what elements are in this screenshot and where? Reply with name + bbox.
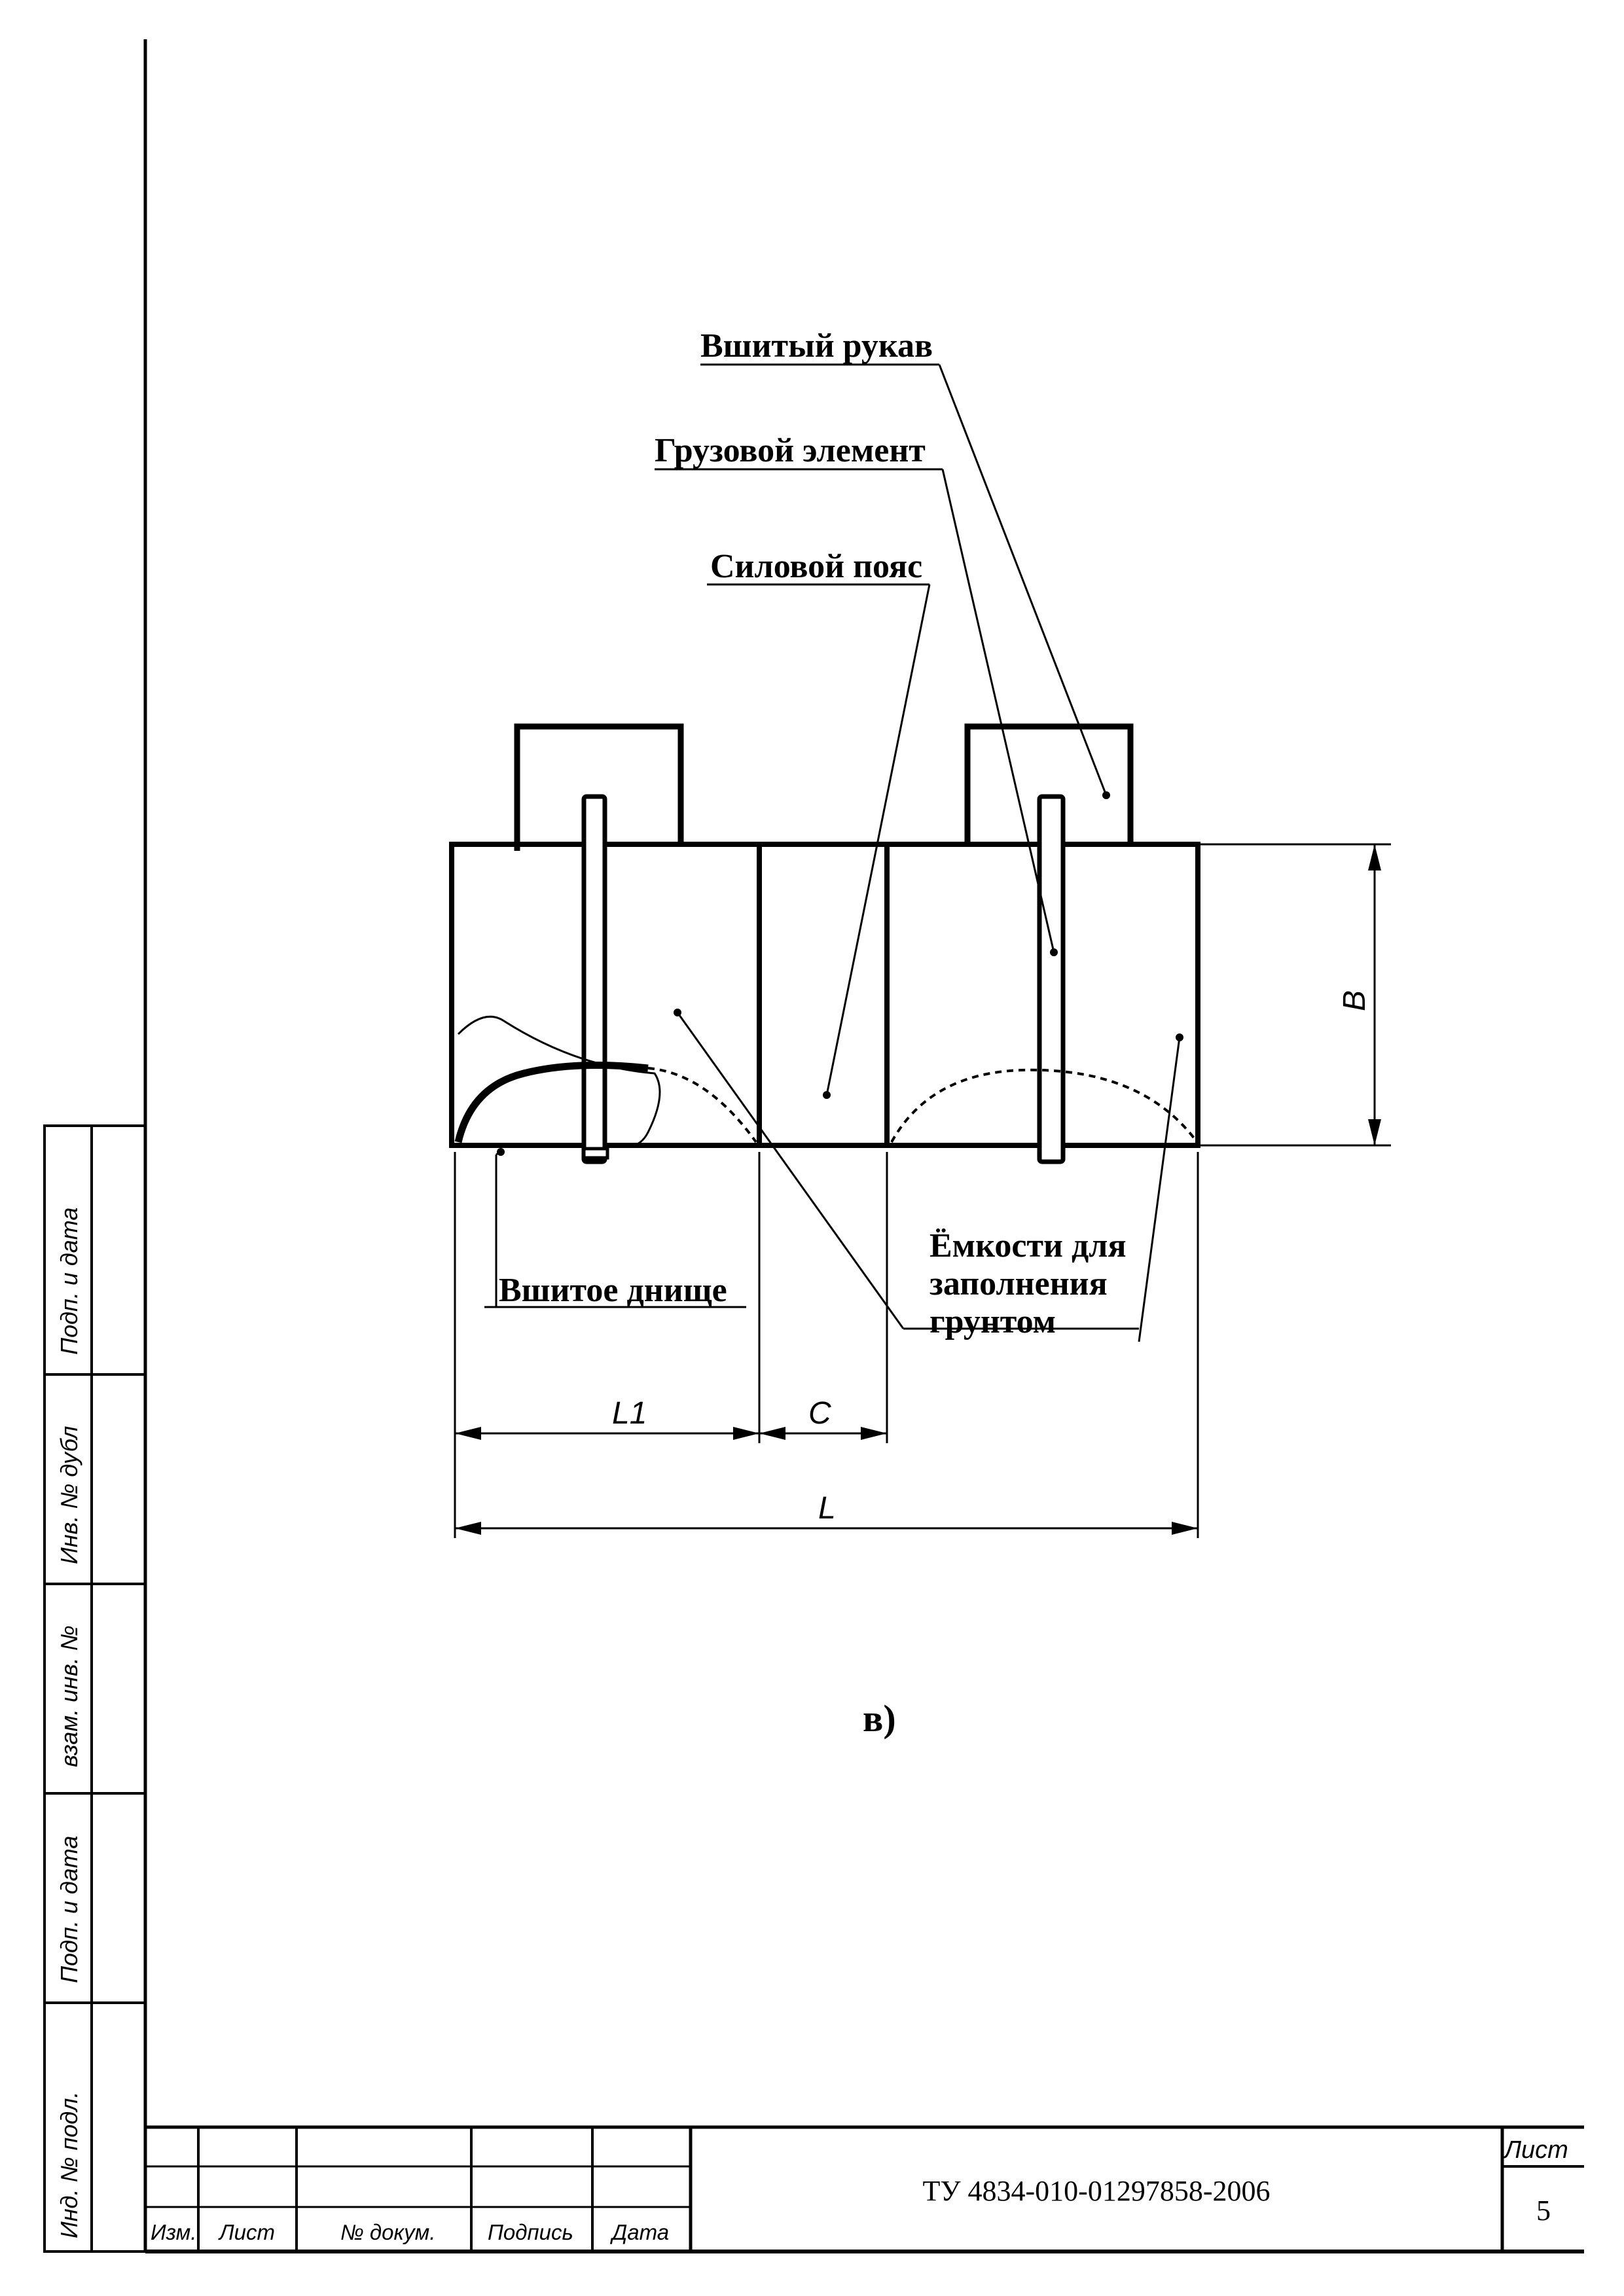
label-sewn-sleeve: Вшитый рукав [700, 327, 933, 365]
label-containers-2: заполнения [929, 1265, 1108, 1302]
dimension-l1: L1 [612, 1396, 647, 1431]
dimension-b: B [1337, 990, 1372, 1011]
label-sewn-bottom: Вшитое днище [499, 1272, 727, 1309]
side-stamp [43, 1124, 147, 2253]
title-col-date: Дата [609, 2220, 669, 2244]
leader-lines [484, 363, 1181, 1342]
stamp-original-inv: Инд. № подл. [56, 2092, 82, 2239]
leader-dots [497, 791, 1183, 1156]
title-col-doc: № докум. [340, 2220, 435, 2244]
label-containers-1: Ёмкости для [929, 1227, 1127, 1265]
dimension-c: C [808, 1396, 831, 1431]
dimension-arrows [455, 844, 1381, 1535]
document-code: ТУ 4834-010-01297858-2006 [923, 2175, 1271, 2207]
weight-element-left [581, 794, 607, 1164]
label-weight-element: Грузовой элемент [655, 432, 926, 469]
label-power-belt: Силовой пояс [710, 548, 922, 585]
stamp-replace-inv: взам. инв. № [56, 1625, 82, 1767]
label-containers-3: грунтом [929, 1303, 1056, 1340]
title-block [145, 2125, 1584, 2251]
stamp-sign-date-1: Подп. и дата [56, 1208, 82, 1355]
title-sheet-label: Лист [1502, 2136, 1568, 2164]
title-col-izm: Изм. [151, 2220, 196, 2244]
dimension-l: L [818, 1491, 836, 1526]
sheet-number: 5 [1536, 2195, 1551, 2227]
title-col-list: Лист [218, 2220, 275, 2244]
sewn-bottom-detail [454, 1015, 1196, 1160]
weight-element-right [1037, 794, 1066, 1164]
dimension-lines [454, 843, 1391, 1538]
stamp-sign-date-2: Подп. и дата [56, 1836, 82, 1983]
title-col-sign: Подпись [488, 2220, 573, 2244]
tank-body [449, 723, 1200, 1148]
figure-caption: в) [863, 1697, 896, 1740]
stamp-dup-inv: Инв. № дубл [56, 1426, 82, 1564]
